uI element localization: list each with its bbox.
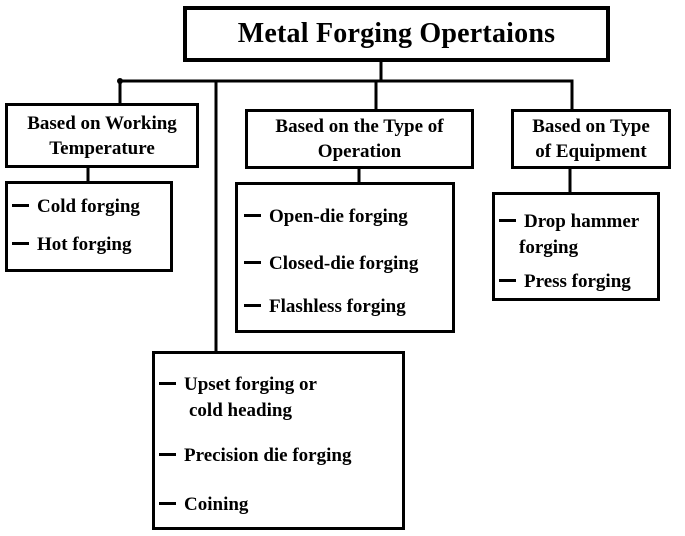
dash-icon [159, 453, 176, 457]
header-line: Based on Type [532, 116, 650, 137]
list-item: Press forging [499, 269, 631, 295]
dash-icon [159, 382, 176, 386]
item-text: Precision die forging [184, 445, 352, 466]
item-text: Cold forging [37, 196, 140, 217]
list-item: Hot forging [12, 232, 131, 258]
dash-icon [12, 242, 29, 246]
item-text-continued: forging [519, 237, 579, 258]
list-item: Open-die forging [244, 204, 408, 230]
item-text: Press forging [524, 271, 631, 292]
item-text: Upset forging or [184, 374, 317, 395]
list-box-other: Upset forging or cold heading Precision … [152, 351, 405, 530]
list-item: Cold forging [12, 194, 140, 220]
header-line: Based on the Type of [275, 116, 444, 137]
list-item: Closed-die forging [244, 251, 418, 277]
header-box-type-of-equipment: Based on Type of Equipment [511, 109, 671, 169]
item-text: Drop hammer [524, 211, 640, 232]
item-text: Closed-die forging [269, 253, 419, 274]
header-line: Based on Working [27, 112, 177, 134]
list-box-type-of-operation: Open-die forging Closed-die forging Flas… [235, 182, 455, 333]
header-line: of Equipment [535, 141, 647, 162]
header-line: Operation [317, 141, 402, 162]
list-box-working-temperature: Cold forging Hot forging [5, 181, 173, 272]
header-box-working-temperature: Based on Working Temperature [5, 103, 199, 168]
item-text: Flashless forging [269, 296, 406, 317]
item-text: Open-die forging [269, 206, 408, 227]
list-item: Coining [159, 492, 248, 518]
list-box-type-of-equipment: Drop hammer forging Press forging [492, 192, 660, 301]
list-item: Upset forging or cold heading [159, 372, 317, 424]
header-line: Temperature [49, 137, 155, 159]
dash-icon [12, 204, 29, 208]
list-item: Precision die forging [159, 443, 351, 469]
dash-icon [159, 502, 176, 506]
junction-dot [117, 78, 123, 84]
header-box-type-of-operation: Based on the Type of Operation [245, 109, 474, 169]
dash-icon [244, 214, 261, 218]
diagram-title: Metal Forging Opertaions [237, 18, 556, 49]
item-text: Coining [184, 494, 249, 515]
item-text: Hot forging [37, 234, 132, 255]
item-text-continued: cold heading [189, 400, 292, 421]
list-item: Flashless forging [244, 294, 406, 320]
list-item: Drop hammer forging [499, 209, 639, 261]
dash-icon [499, 219, 516, 223]
dash-icon [244, 261, 261, 265]
dash-icon [244, 304, 261, 308]
dash-icon [499, 279, 516, 283]
title-box: Metal Forging Opertaions [183, 6, 610, 62]
